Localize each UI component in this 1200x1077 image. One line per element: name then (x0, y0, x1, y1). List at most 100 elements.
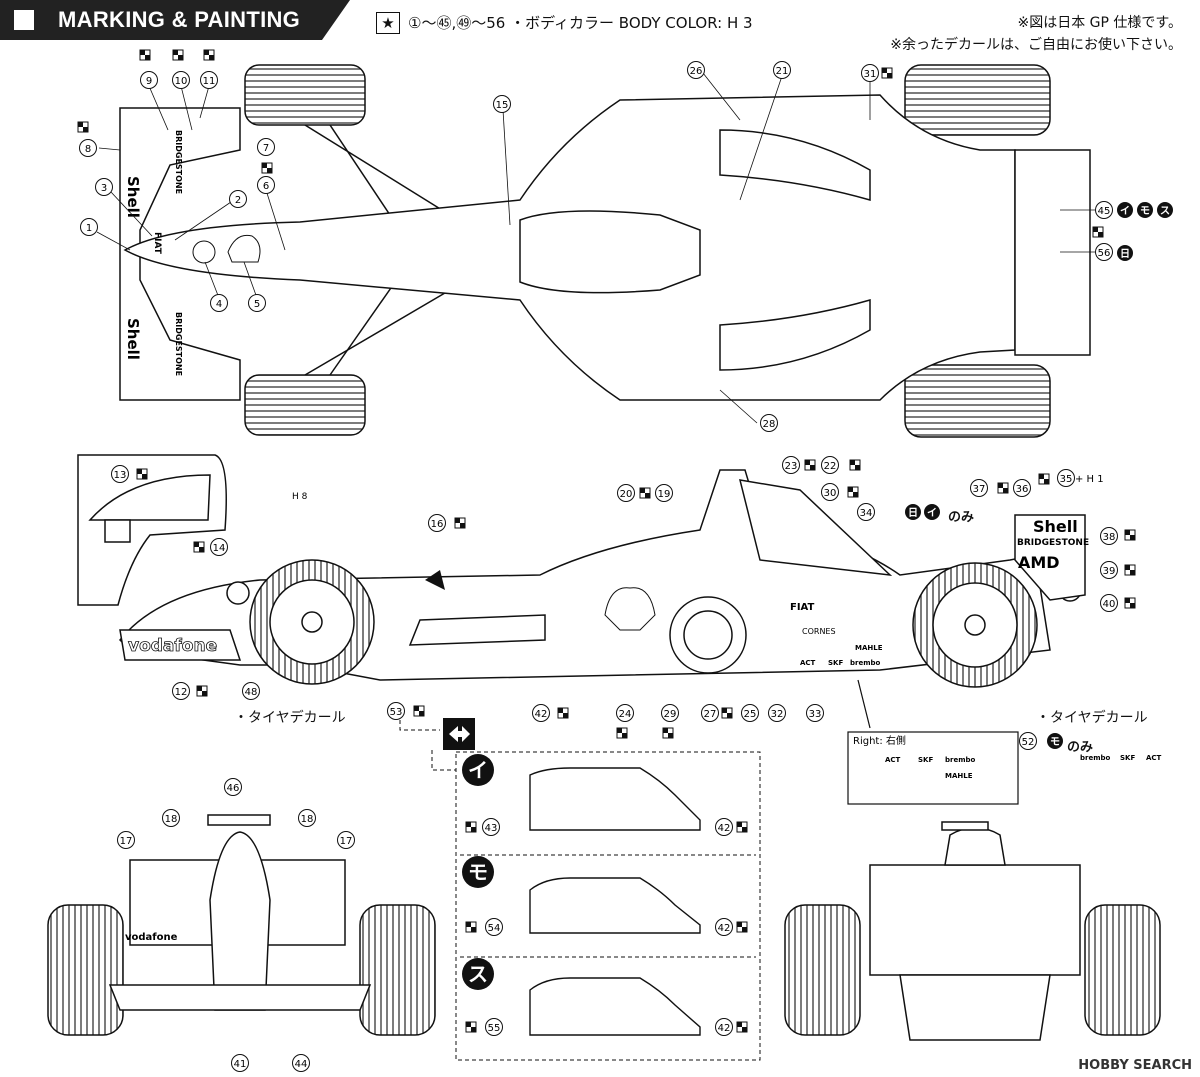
decal-callout-19: 19 (655, 484, 673, 502)
decal-callout-15: 15 (493, 95, 511, 113)
svg-text:8: 8 (85, 144, 91, 155)
decal-callout-46: 46 (224, 778, 242, 796)
checker-decal-icon (1092, 226, 1104, 238)
note-japan-gp: ※図は日本 GP 仕様です。 (1017, 15, 1182, 31)
nose-inset (77, 454, 227, 606)
svg-text:42: 42 (535, 709, 548, 720)
paint-h8: H 8 (292, 492, 308, 502)
svg-text:54: 54 (488, 923, 501, 934)
decal-callout-42: 42 (715, 1018, 733, 1036)
svg-text:36: 36 (1016, 484, 1029, 495)
checker-decal-icon (616, 727, 628, 739)
brembo-logo-inset: brembo (945, 756, 976, 764)
svg-text:日: 日 (908, 507, 918, 519)
svg-text:45: 45 (1098, 206, 1111, 217)
decal-callout-34: 34 (857, 503, 875, 521)
decal-callout-39: 39 (1100, 561, 1118, 579)
shell-emblem-side-icon (604, 587, 656, 631)
decal-callout-3: 3 (95, 178, 113, 196)
svg-text:モ: モ (468, 860, 488, 884)
decal-callout-12: 12 (172, 682, 190, 700)
decal-callout-55: 55 (485, 1018, 503, 1036)
checker-decal-icon (1124, 597, 1136, 609)
svg-text:52: 52 (1022, 737, 1035, 748)
decal-callout-45: 45 (1095, 201, 1113, 219)
svg-text:37: 37 (973, 484, 986, 495)
decal-callout-13: 13 (111, 465, 129, 483)
shell-logo-rear: Shell (1033, 517, 1078, 536)
decal-callout-18: 18 (162, 809, 180, 827)
svg-text:32: 32 (771, 709, 784, 720)
svg-text:38: 38 (1103, 532, 1116, 543)
svg-text:3: 3 (101, 183, 107, 194)
fiat-logo-side: FIAT (790, 602, 815, 613)
svg-text:48: 48 (245, 687, 258, 698)
decal-callout-53: 53 (387, 702, 405, 720)
spec-text: ①～㊺,㊾～56 ・ボディカラー BODY COLOR: H 3 (408, 14, 753, 32)
roundel-decal (192, 240, 216, 264)
decal-callout-11: 11 (200, 71, 218, 89)
svg-text:9: 9 (146, 76, 152, 87)
decal-callout-40: 40 (1100, 594, 1118, 612)
decal-callout-1: 1 (80, 218, 98, 236)
decal-callout-24: 24 (616, 704, 634, 722)
checker-decal-icon (465, 921, 477, 933)
svg-text:34: 34 (860, 508, 873, 519)
svg-text:40: 40 (1103, 599, 1116, 610)
act-logo-extra: ACT (1146, 754, 1162, 762)
decal-range-spec: ★ ①～㊺,㊾～56 ・ボディカラー BODY COLOR: H 3 (376, 12, 753, 34)
checker-decal-icon (721, 707, 733, 719)
checker-decal-icon (465, 821, 477, 833)
svg-text:17: 17 (340, 836, 353, 847)
checker-decal-icon (203, 49, 215, 61)
only-label-34: のみ (948, 510, 975, 525)
svg-text:7: 7 (263, 143, 269, 154)
svg-text:19: 19 (658, 489, 671, 500)
checker-decal-icon (139, 49, 151, 61)
checker-decal-icon (804, 459, 816, 471)
small-variant-tag-4: 日 (1117, 245, 1133, 261)
checker-decal-icon (736, 1021, 748, 1033)
decal-callout-44: 44 (292, 1054, 310, 1072)
svg-text:44: 44 (295, 1059, 308, 1070)
decal-callout-7: 7 (257, 138, 275, 156)
decal-callout-26: 26 (687, 61, 705, 79)
small-variant-tag-6: イ (924, 504, 940, 520)
star-icon: ★ (376, 12, 400, 34)
small-variant-tag-3: ス (1157, 202, 1173, 218)
checker-decal-icon (997, 482, 1009, 494)
decal-callout-32: 32 (768, 704, 786, 722)
decal-callout-6: 6 (257, 176, 275, 194)
variant-panels (399, 718, 761, 1061)
svg-text:41: 41 (234, 1059, 247, 1070)
decal-callout-17: 17 (337, 831, 355, 849)
decal-callout-54: 54 (485, 918, 503, 936)
svg-text:56: 56 (1098, 248, 1111, 259)
decal-callout-18: 18 (298, 809, 316, 827)
watermark: HOBBY SEARCH (1078, 1058, 1192, 1073)
svg-text:43: 43 (485, 823, 498, 834)
svg-text:2: 2 (235, 195, 241, 206)
svg-text:4: 4 (216, 299, 222, 310)
decal-callout-52: 52 (1019, 732, 1037, 750)
shell-emblem-icon (227, 234, 261, 263)
decal-callout-30: 30 (821, 483, 839, 501)
checker-decal-icon (662, 727, 674, 739)
decal-callout-42: 42 (532, 704, 550, 722)
svg-text:15: 15 (496, 100, 509, 111)
checker-decal-icon (1124, 564, 1136, 576)
small-variant-tag-7: モ (1047, 733, 1063, 749)
only-label-52: のみ (1067, 740, 1094, 755)
bridgestone-logo-bottom: BRIDGESTONE (174, 312, 183, 376)
small-variant-tag-2: モ (1137, 202, 1153, 218)
checker-decal-icon (261, 162, 273, 174)
svg-text:33: 33 (809, 709, 822, 720)
decal-callout-28: 28 (760, 414, 778, 432)
decal-callout-27: 27 (701, 704, 719, 722)
decal-callout-8: 8 (79, 139, 97, 157)
small-variant-tag-1: イ (1117, 202, 1133, 218)
checker-decal-icon (736, 821, 748, 833)
svg-text:46: 46 (227, 783, 240, 794)
